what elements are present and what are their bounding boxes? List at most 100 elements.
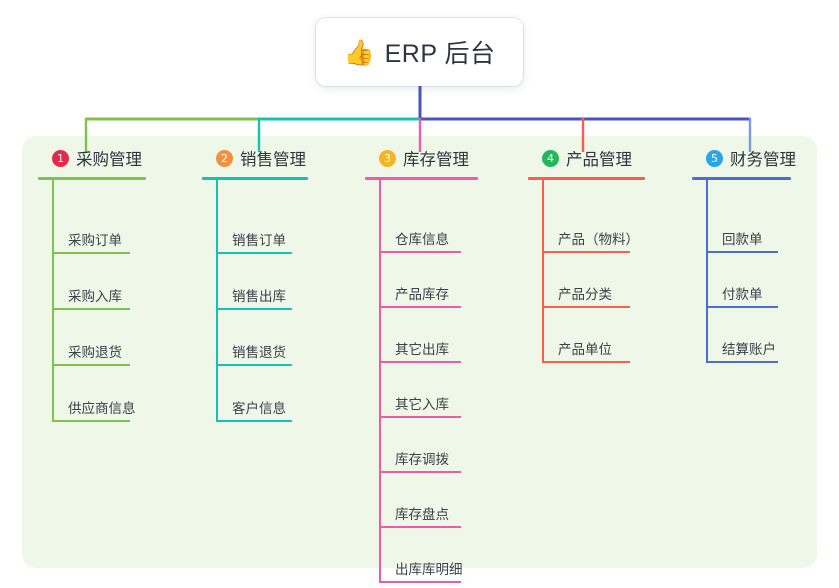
number-badge-4: 4: [542, 149, 559, 167]
leaf-item-label: 付款单: [722, 287, 763, 302]
number-badge-2: 2: [216, 149, 233, 167]
leaf-item[interactable]: 付款单: [692, 253, 792, 308]
leaf-item-label: 库存调拨: [395, 452, 449, 467]
number-badge-5: 5: [706, 149, 723, 167]
leaf-item-rule: [706, 306, 778, 308]
leaf-item-rule: [379, 416, 461, 418]
number-badge-3: 3: [379, 149, 396, 167]
column-items-5: 回款单付款单结算账户: [692, 180, 792, 363]
spine-top-gap: [38, 180, 150, 198]
column-header-5[interactable]: 5 财务管理: [692, 146, 796, 170]
leaf-item-label: 销售退货: [232, 345, 286, 360]
column-rule-3: [365, 177, 478, 180]
leaf-item[interactable]: 产品（物料）: [528, 198, 646, 253]
column-3: 3 库存管理仓库信息产品库存其它出库其它入库库存调拨库存盘点出库库明细: [365, 146, 478, 583]
leaf-item-rule: [52, 252, 130, 254]
leaf-item-label: 销售订单: [232, 233, 286, 248]
leaf-item-rule: [379, 471, 461, 473]
leaf-item[interactable]: 采购入库: [38, 254, 150, 310]
leaf-item-rule: [542, 361, 630, 363]
leaf-item[interactable]: 产品单位: [528, 308, 646, 363]
leaf-item[interactable]: 结算账户: [692, 308, 792, 363]
leaf-item-rule: [216, 308, 292, 310]
leaf-item-label: 回款单: [722, 232, 763, 247]
spine-top-gap: [202, 180, 312, 198]
leaf-item[interactable]: 仓库信息: [365, 198, 477, 253]
column-items-2: 销售订单销售出库销售退货客户信息: [202, 180, 312, 422]
leaf-item-rule: [52, 308, 130, 310]
column-title-1: 采购管理: [76, 151, 142, 169]
column-2: 2 销售管理销售订单销售出库销售退货客户信息: [202, 146, 312, 422]
leaf-item-rule: [379, 581, 461, 583]
leaf-item-label: 采购入库: [68, 289, 122, 304]
column-title-5: 财务管理: [730, 151, 796, 169]
thumbs-up-icon: 👍: [343, 38, 375, 67]
leaf-item-rule: [216, 420, 292, 422]
leaf-item-label: 采购退货: [68, 345, 122, 360]
leaf-item-rule: [52, 420, 130, 422]
diagram-panel: [22, 136, 817, 568]
column-title-4: 产品管理: [566, 151, 632, 169]
column-header-2[interactable]: 2 销售管理: [202, 146, 312, 170]
leaf-item-label: 产品分类: [558, 287, 612, 302]
column-spine-4: [542, 180, 544, 363]
column-header-4[interactable]: 4 产品管理: [528, 146, 646, 170]
leaf-item[interactable]: 出库库明细: [365, 528, 477, 583]
leaf-item-label: 销售出库: [232, 289, 286, 304]
root-node[interactable]: 👍 ERP 后台: [316, 18, 523, 86]
column-5: 5 财务管理回款单付款单结算账户: [692, 146, 796, 363]
leaf-item-rule: [216, 252, 292, 254]
leaf-item-label: 库存盘点: [395, 507, 449, 522]
column-items-1: 采购订单采购入库采购退货供应商信息: [38, 180, 150, 422]
spine-top-gap: [365, 180, 477, 198]
leaf-item-rule: [706, 251, 778, 253]
leaf-item[interactable]: 采购订单: [38, 198, 150, 254]
leaf-item-label: 产品（物料）: [558, 232, 639, 247]
leaf-item[interactable]: 客户信息: [202, 366, 312, 422]
leaf-item-rule: [379, 526, 461, 528]
leaf-item-rule: [216, 364, 292, 366]
leaf-item[interactable]: 产品库存: [365, 253, 477, 308]
leaf-item-label: 客户信息: [232, 401, 286, 416]
leaf-item[interactable]: 销售出库: [202, 254, 312, 310]
column-spine-5: [706, 180, 708, 363]
leaf-item[interactable]: 产品分类: [528, 253, 646, 308]
leaf-item[interactable]: 库存调拨: [365, 418, 477, 473]
leaf-item-label: 出库库明细: [395, 562, 463, 577]
root-node-label: ERP 后台: [384, 40, 496, 68]
leaf-item[interactable]: 库存盘点: [365, 473, 477, 528]
leaf-item-rule: [542, 306, 630, 308]
column-1: 1 采购管理采购订单采购入库采购退货供应商信息: [38, 146, 150, 422]
column-title-2: 销售管理: [240, 151, 306, 169]
leaf-item[interactable]: 供应商信息: [38, 366, 150, 422]
column-header-3[interactable]: 3 库存管理: [365, 146, 477, 170]
leaf-item[interactable]: 销售订单: [202, 198, 312, 254]
leaf-item-rule: [542, 251, 630, 253]
leaf-item-rule: [379, 361, 461, 363]
leaf-item-label: 产品库存: [395, 287, 449, 302]
number-badge-1: 1: [52, 149, 69, 167]
column-spine-2: [216, 180, 218, 422]
leaf-item-rule: [706, 361, 778, 363]
leaf-item[interactable]: 其它入库: [365, 363, 477, 418]
leaf-item[interactable]: 销售退货: [202, 310, 312, 366]
leaf-item-label: 产品单位: [558, 342, 612, 357]
leaf-item[interactable]: 采购退货: [38, 310, 150, 366]
column-4: 4 产品管理产品（物料） 产品分类产品单位: [528, 146, 646, 363]
leaf-item[interactable]: 其它出库: [365, 308, 477, 363]
column-title-3: 库存管理: [403, 151, 469, 169]
leaf-item-label: 仓库信息: [395, 232, 449, 247]
spine-top-gap: [528, 180, 646, 198]
leaf-item-rule: [52, 364, 130, 366]
leaf-item-label: 结算账户: [722, 342, 776, 357]
column-spine-3: [379, 180, 381, 583]
column-rule-4: [528, 177, 645, 180]
leaf-item[interactable]: 回款单: [692, 198, 792, 253]
leaf-item-label: 采购订单: [68, 233, 122, 248]
column-header-1[interactable]: 1 采购管理: [38, 146, 150, 170]
column-rule-5: [692, 177, 791, 180]
leaf-item-rule: [379, 306, 461, 308]
column-spine-1: [52, 180, 54, 422]
leaf-item-label: 供应商信息: [68, 401, 136, 416]
